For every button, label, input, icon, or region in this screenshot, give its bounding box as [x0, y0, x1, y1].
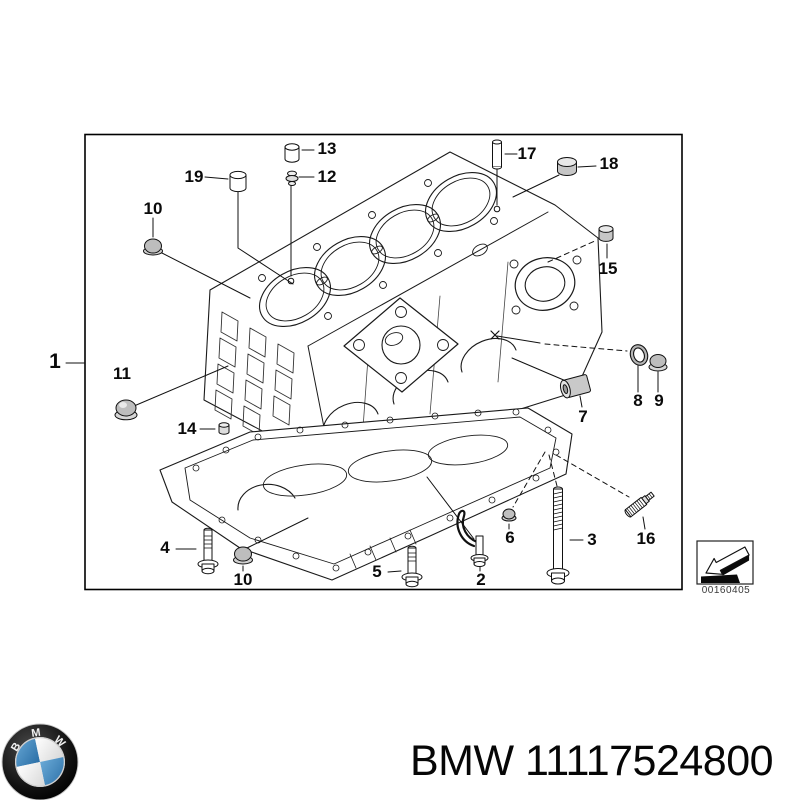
- part-12-valve: [285, 170, 299, 186]
- engine-block-drawing: [203, 151, 603, 469]
- part-15-cap: [598, 225, 614, 242]
- part-11-screw-plug: [114, 399, 138, 421]
- part-2-bolt-with-clip: [456, 509, 489, 567]
- part-18-cap: [557, 157, 577, 176]
- group-callout-1: 1: [49, 350, 61, 373]
- part-7-bushing: [559, 374, 591, 399]
- part-19-core-plug: [229, 170, 247, 193]
- image-number: 00160405: [701, 585, 751, 596]
- part-6-plug: [501, 508, 517, 522]
- part-number-text: BMW 11117524800: [410, 737, 774, 785]
- part-13-core-plug: [284, 143, 300, 163]
- diagram-image[interactable]: [84, 134, 683, 590]
- direction-arrow-thumbnail: [696, 540, 754, 585]
- part-3-long-bolt: [546, 486, 570, 585]
- logo-letter-m: M: [31, 727, 42, 740]
- part-16-threaded-stud: [624, 491, 655, 518]
- part-14-dowel: [218, 422, 230, 435]
- parts: [114, 139, 668, 588]
- oil-pan-drawing: [159, 407, 573, 581]
- part-10-screw-plug-upper: [143, 238, 163, 256]
- part-10-screw-plug-lower: [233, 546, 253, 565]
- part-9-screw-plug: [648, 354, 668, 372]
- arrow-icon: [720, 555, 750, 576]
- part-17-dowel-pin: [492, 139, 502, 170]
- bmw-logo: B M W: [1, 723, 79, 800]
- part-5-bolt: [401, 545, 423, 588]
- part-4-bolt: [197, 527, 219, 575]
- part-8-o-ring: [629, 344, 649, 366]
- leader-lines: [65, 149, 659, 573]
